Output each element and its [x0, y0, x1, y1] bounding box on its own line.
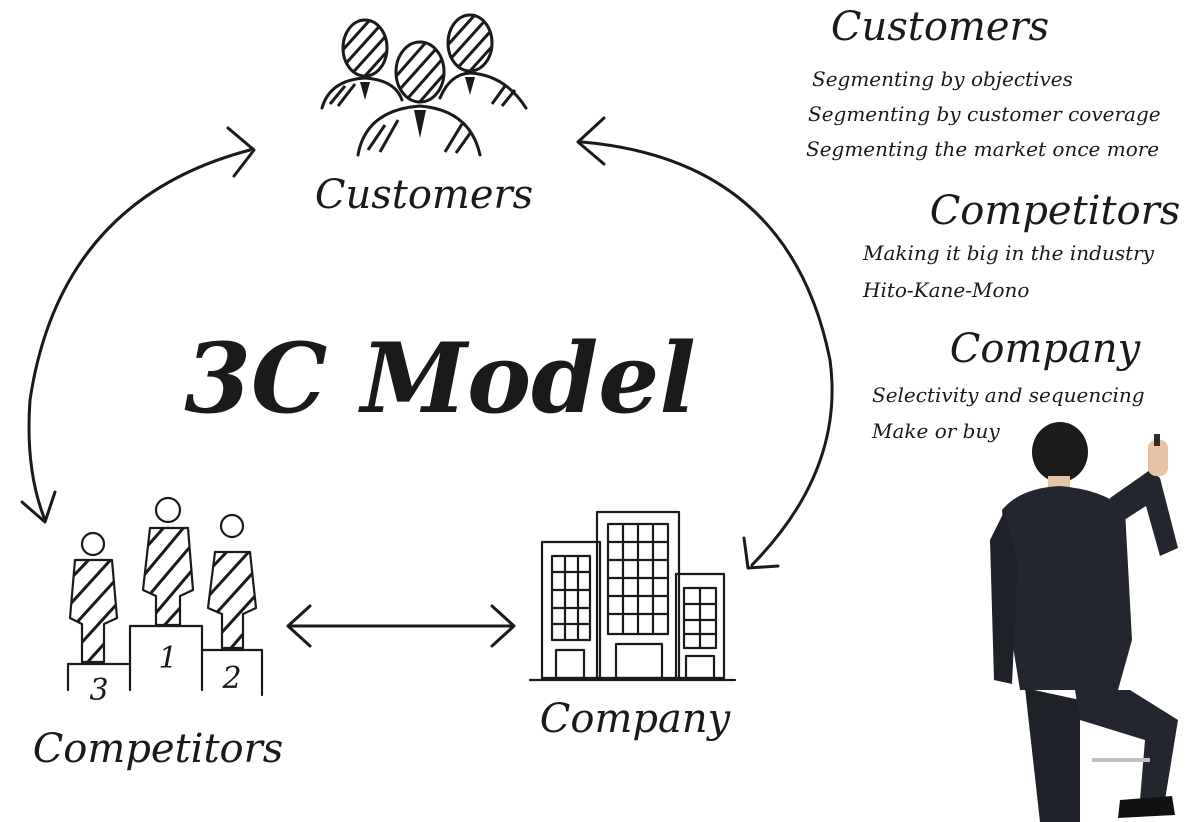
- notes-customers-item: Segmenting by objectives: [812, 67, 1073, 91]
- company-node-label: Company: [540, 696, 732, 742]
- flow-arrow-customers-competitors: [20, 126, 256, 524]
- notes-company-item: Make or buy: [871, 419, 1000, 443]
- notes-competitors-item: Hito-Kane-Mono: [862, 278, 1029, 302]
- podium-second-number: 2: [221, 661, 241, 696]
- notes-customers: Customers Segmenting by objectives Segme…: [806, 4, 1161, 161]
- notes-competitors-heading: Competitors: [930, 188, 1181, 234]
- notes-customers-heading: Customers: [831, 4, 1049, 50]
- double-arrow-icon: [286, 604, 516, 648]
- people-group-icon: [320, 13, 528, 157]
- customers-node-label: Customers: [315, 172, 533, 218]
- notes-company: Company Selectivity and sequencing Make …: [871, 326, 1145, 443]
- diagram-title: 3C Model: [184, 322, 696, 435]
- notes-customers-item: Segmenting by customer coverage: [808, 102, 1161, 126]
- podium-first-number: 1: [158, 641, 177, 676]
- flow-arrow-customers-company: [576, 116, 834, 570]
- notes-customers-item: Segmenting the market once more: [806, 137, 1159, 161]
- notes-company-heading: Company: [950, 326, 1142, 372]
- businessman-image: [990, 422, 1178, 822]
- notes-company-item: Selectivity and sequencing: [872, 383, 1145, 407]
- competitors-node-label: Competitors: [33, 726, 284, 772]
- notes-competitors-item: Making it big in the industry: [862, 241, 1155, 265]
- podium-third-number: 3: [89, 673, 108, 708]
- notes-competitors: Competitors Making it big in the industr…: [862, 188, 1180, 302]
- office-buildings-icon: [528, 510, 737, 682]
